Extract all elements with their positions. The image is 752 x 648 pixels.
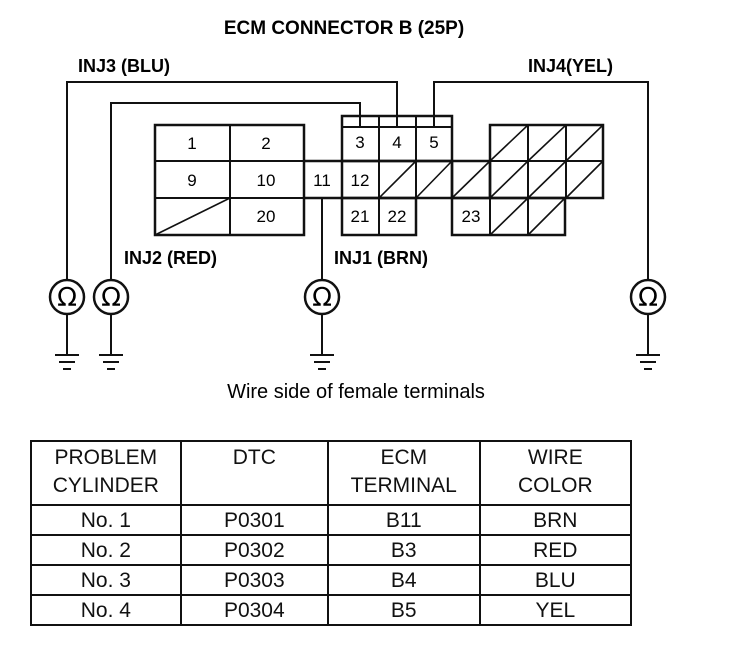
cell-color: BRN xyxy=(478,504,633,536)
cell-color: YEL xyxy=(478,594,633,626)
cell-terminal: B5 xyxy=(326,594,481,626)
inj2-label: INJ2 (RED) xyxy=(124,248,217,268)
inj3-label: INJ3 (BLU) xyxy=(78,56,170,76)
ohmmeter-inj1: Ω xyxy=(303,278,341,370)
wires xyxy=(66,81,649,280)
pin-10: 10 xyxy=(257,171,276,190)
cell-dtc: P0304 xyxy=(179,594,329,626)
cell-terminal: B3 xyxy=(326,534,481,566)
cell-cylinder: No. 2 xyxy=(30,534,182,566)
header-wire-color: WIRE COLOR xyxy=(478,440,633,506)
cell-cylinder: No. 4 xyxy=(30,594,182,626)
header-text: COLOR xyxy=(517,474,593,497)
ohm-symbol: Ω xyxy=(101,283,121,313)
pin-20: 20 xyxy=(257,207,276,226)
connector-diagram: ECM CONNECTOR B (25P) INJ3 (BLU) INJ4(YE… xyxy=(48,18,667,403)
header-text: TERMINAL xyxy=(350,474,457,497)
table-row: No. 1 P0301 B11 BRN xyxy=(30,504,633,536)
pin-5: 5 xyxy=(429,133,438,152)
pin-11: 11 xyxy=(313,171,331,190)
pin-21: 21 xyxy=(351,207,370,226)
table-row: No. 2 P0302 B3 RED xyxy=(30,534,633,566)
ohm-symbol: Ω xyxy=(57,283,77,313)
inj1-label: INJ1 (BRN) xyxy=(334,248,428,268)
header-problem-cylinder: PROBLEM CYLINDER xyxy=(30,440,182,506)
pin-1: 1 xyxy=(187,134,196,153)
inj2-wire xyxy=(110,102,361,280)
cell-terminal: B11 xyxy=(326,504,481,536)
cell-dtc: P0301 xyxy=(179,504,329,536)
header-text: ECM xyxy=(380,446,428,469)
cell-dtc: P0303 xyxy=(179,564,329,596)
pin-numbers: 1 2 3 4 5 9 10 11 12 20 21 22 23 xyxy=(187,133,480,226)
header-text: WIRE xyxy=(527,446,583,469)
cell-color: BLU xyxy=(478,564,633,596)
cell-dtc: P0302 xyxy=(179,534,329,566)
ohm-symbol: Ω xyxy=(638,283,658,313)
pin-4: 4 xyxy=(392,133,401,152)
pin-12: 12 xyxy=(351,171,370,190)
pin-22: 22 xyxy=(388,207,407,226)
header-text: CYLINDER xyxy=(52,474,159,497)
connector-b xyxy=(153,114,605,237)
header-ecm-terminal: ECM TERMINAL xyxy=(326,440,481,506)
diagram-title: ECM CONNECTOR B (25P) xyxy=(224,18,464,39)
ohmmeter-inj3: Ω xyxy=(48,278,86,370)
cell-terminal: B4 xyxy=(326,564,481,596)
diagram-caption: Wire side of female terminals xyxy=(227,381,485,403)
pin-9: 9 xyxy=(187,171,196,190)
pin-2: 2 xyxy=(261,134,270,153)
header-dtc: DTC xyxy=(179,440,329,506)
ohmmeter-inj4: Ω xyxy=(629,278,667,370)
table-row: No. 4 P0304 B5 YEL xyxy=(30,594,633,626)
pin-23: 23 xyxy=(462,207,481,226)
header-text: PROBLEM xyxy=(54,446,158,469)
header-text: DTC xyxy=(232,446,276,469)
inj4-wire xyxy=(433,81,649,280)
inj3-wire xyxy=(66,81,398,280)
table-header-row: PROBLEM CYLINDER DTC ECM TERMINAL WIRE C… xyxy=(30,440,633,506)
ohm-symbol: Ω xyxy=(312,283,332,313)
table-row: No. 3 P0303 B4 BLU xyxy=(30,564,633,596)
pin-3: 3 xyxy=(355,133,364,152)
cell-color: RED xyxy=(478,534,633,566)
cell-cylinder: No. 3 xyxy=(30,564,182,596)
ohmmeter-inj2: Ω xyxy=(92,278,130,370)
dtc-table: PROBLEM CYLINDER DTC ECM TERMINAL WIRE C… xyxy=(30,440,633,626)
cell-cylinder: No. 1 xyxy=(30,504,182,536)
inj4-label: INJ4(YEL) xyxy=(528,56,613,76)
